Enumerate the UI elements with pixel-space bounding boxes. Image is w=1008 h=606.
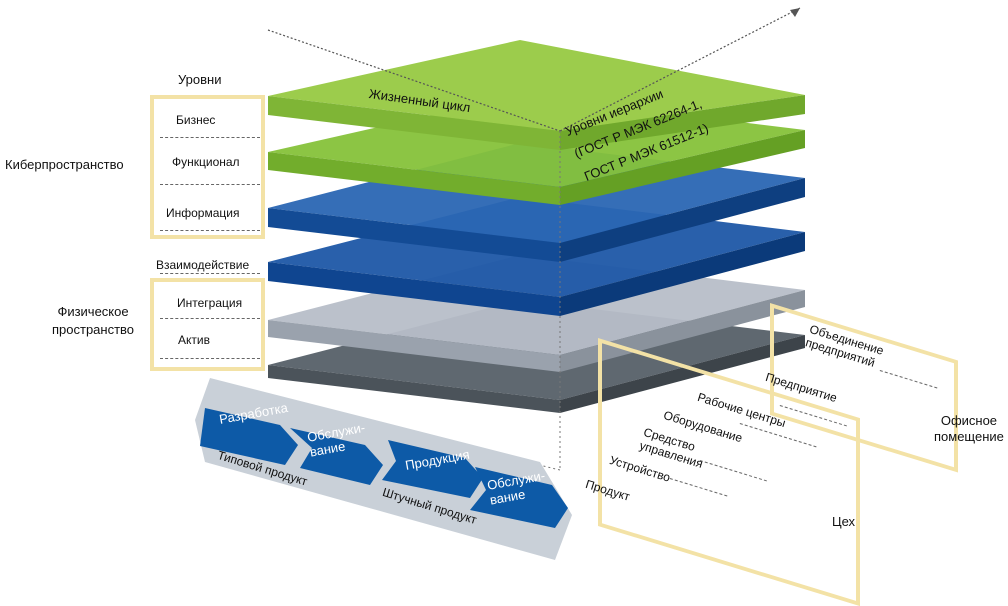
cyber-space-label: Киберпространство <box>5 157 124 172</box>
workshop-label: Цех <box>832 514 856 529</box>
level-asset: Актив <box>178 333 210 347</box>
level-business: Бизнес <box>176 113 216 127</box>
hierarchy-axis <box>559 7 801 132</box>
life-cycle-axis <box>267 29 561 132</box>
rami-diagram <box>195 7 805 560</box>
chevron-maintenance-piece <box>470 467 568 528</box>
level-integration: Интеграция <box>177 296 243 310</box>
level-information: Информация <box>166 206 240 220</box>
office-label: Офисное помещение <box>934 413 1004 444</box>
levels-title: Уровни <box>178 72 222 87</box>
physical-levels-frame <box>150 278 265 371</box>
level-functional: Функционал <box>172 155 240 169</box>
chevron-production <box>382 440 483 498</box>
physical-space-label: Физическое пространство <box>52 304 135 337</box>
level-interaction: Взаимодействие <box>156 258 250 272</box>
cyber-levels-frame <box>150 95 265 239</box>
lifecycle-band <box>195 378 572 560</box>
chevron-maintenance-type <box>290 428 383 485</box>
chevron-development <box>200 408 298 465</box>
layer-business <box>268 40 805 150</box>
